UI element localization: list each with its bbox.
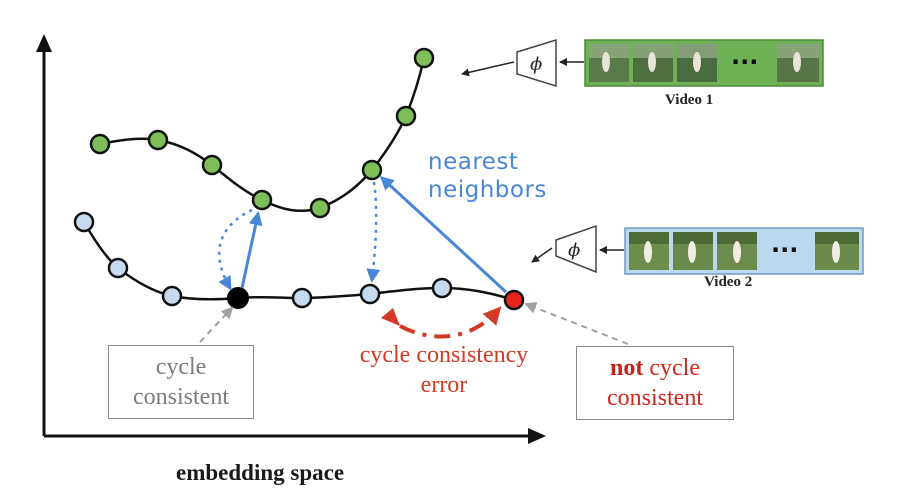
video1-arrow-to-graph <box>461 61 515 77</box>
video2-arrow-to-graph <box>531 247 553 263</box>
x-axis-label: embedding space <box>176 460 345 485</box>
video2-ellipsis: ··· <box>771 236 798 264</box>
video2-frame <box>815 232 859 244</box>
video2-frame <box>629 232 669 244</box>
video2-frame <box>717 232 757 244</box>
video2-encoder <box>555 224 597 274</box>
video1-label: Video 1 <box>665 92 714 108</box>
video1-frame <box>633 44 673 58</box>
video2-phi: ϕ <box>568 240 580 261</box>
video2-player <box>644 241 652 263</box>
video1-group: ϕ ··· <box>461 38 824 88</box>
video2-node <box>359 283 381 305</box>
video2-node <box>107 257 129 279</box>
video1-player <box>793 52 801 72</box>
not-cycle-consistent-node <box>503 289 525 311</box>
video1-node <box>395 105 417 127</box>
not-cycle-rest: cycle <box>643 355 700 381</box>
y-axis-arrowhead <box>36 34 52 52</box>
nearest-neighbors-line1: nearest <box>428 149 519 175</box>
nearest-neighbors-line2: neighbors <box>428 177 547 203</box>
video2-node <box>431 277 453 299</box>
cycle-consistent-line1: cycle <box>155 354 207 380</box>
video2-frame <box>673 232 713 244</box>
video2-player <box>832 241 840 263</box>
video2-frames <box>629 232 859 270</box>
nn-return-arrow-2 <box>366 181 381 283</box>
video1-trajectory <box>99 57 426 212</box>
video1-ellipsis: ··· <box>731 48 758 76</box>
video1-frames <box>589 44 819 82</box>
cycle-error-line2: error <box>420 372 468 398</box>
video2-node <box>161 285 183 307</box>
cycle-error-line1: cycle consistency <box>359 342 529 368</box>
cycle-consistent-node <box>227 287 249 309</box>
video1-encoder <box>516 38 557 88</box>
video1-node <box>89 133 111 155</box>
video1-node <box>309 197 331 219</box>
video2-node <box>291 287 313 309</box>
not-cycle-line2: consistent <box>607 385 703 411</box>
not-emphasis: not <box>610 355 644 381</box>
nn-arrow-black-to-green <box>240 211 263 289</box>
nn-return-arrow-1 <box>218 208 253 291</box>
video1-node <box>413 47 435 69</box>
video1-node <box>201 154 223 176</box>
nn-arrow-red-to-green <box>379 175 508 294</box>
video1-phi: ϕ <box>530 54 542 75</box>
video2-player <box>733 241 741 263</box>
not-cycle-line1: not cycle <box>577 353 733 383</box>
ncc-pointer <box>524 302 629 345</box>
video2-player <box>688 241 696 263</box>
not-cycle-consistent-box: not cycle consistent <box>576 346 734 420</box>
x-axis-arrowhead <box>528 428 546 444</box>
video2-nodes <box>73 211 453 309</box>
cycle-consistent-line2: consistent <box>133 384 229 410</box>
video1-nodes <box>89 47 435 219</box>
video2-node <box>73 211 95 233</box>
cycle-error-arrow-left-head <box>381 308 400 326</box>
video1-node <box>251 189 273 211</box>
nearest-neighbors-label: nearest neighbors <box>428 148 547 204</box>
video1-frame <box>589 44 629 58</box>
video2-label: Video 2 <box>704 274 753 290</box>
cycle-consistency-error-label: cycle consistency error <box>334 340 554 400</box>
video1-player <box>693 52 701 72</box>
video1-frame <box>677 44 717 58</box>
cycle-error-arrow <box>399 306 502 339</box>
video1-player <box>648 52 656 72</box>
cc-pointer <box>199 306 234 343</box>
video1-node <box>147 129 169 151</box>
video1-player <box>602 52 610 72</box>
axes <box>36 34 546 444</box>
cycle-consistent-box: cycle consistent <box>108 345 254 419</box>
video1-node <box>361 159 383 181</box>
video1-frame <box>777 44 819 58</box>
video2-group: ϕ ··· <box>531 224 864 275</box>
